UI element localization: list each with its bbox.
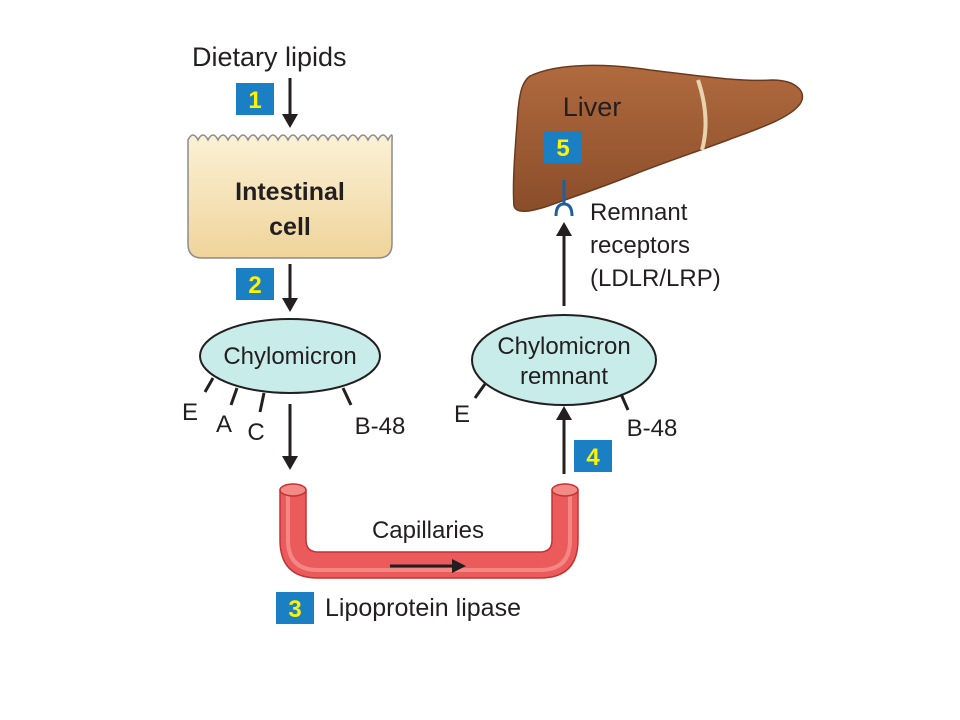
step-number: 2 [248, 272, 261, 299]
step-4-badge: 4 [574, 440, 612, 472]
remnant-label-2: remnant [520, 363, 608, 390]
remnant-receptor-icon [554, 180, 574, 217]
step-number: 3 [288, 596, 301, 623]
capillaries-label: Capillaries [372, 517, 484, 544]
step-number: 1 [248, 87, 261, 114]
lipoprotein-lipase-label: Lipoprotein lipase [325, 594, 521, 622]
arrow-capillaries-to-remnant [556, 406, 572, 474]
dietary-lipids-label: Dietary lipids [192, 42, 347, 72]
remnant-label: Chylomicron [497, 333, 630, 360]
step-number: 5 [556, 135, 569, 162]
flow-arrow [390, 559, 466, 573]
apo-a-label: A [216, 411, 232, 438]
arrow-chylomicron-to-capillaries [282, 404, 298, 470]
step-2-badge: 2 [236, 268, 274, 300]
apolipoprotein-stalks [473, 383, 630, 411]
arrow-lipids-to-cell [282, 78, 298, 128]
arrow-cell-to-chylomicron [282, 264, 298, 312]
liver: Liver [512, 64, 804, 212]
chylomicron-label: Chylomicron [223, 343, 356, 370]
chylomicron-particle: Chylomicron E A C B-48 [182, 318, 406, 446]
remnant-apo-e-label: E [454, 401, 470, 428]
step-1-badge: 1 [236, 83, 274, 115]
step-box [236, 83, 274, 115]
apo-b48-label: B-48 [355, 413, 406, 440]
liver-label: Liver [563, 92, 622, 122]
intestinal-cell: Intestinal cell [187, 134, 393, 259]
receptors-label-3: (LDLR/LRP) [590, 265, 721, 292]
capillary-tube: Capillaries [279, 483, 579, 579]
remnant-apo-b48-label: B-48 [627, 415, 678, 442]
apolipoprotein-stalks [203, 377, 353, 413]
step-5-badge: 5 [544, 131, 582, 163]
receptors-label-2: receptors [590, 232, 690, 259]
chylomicron-remnant-particle: Chylomicron remnant E B-48 [454, 314, 678, 442]
intestinal-cell-label: Intestinal [235, 178, 345, 206]
step-number: 4 [586, 444, 600, 471]
receptors-label: Remnant [590, 199, 688, 226]
arrow-remnant-to-liver [556, 222, 572, 306]
apo-e-label: E [182, 399, 198, 426]
intestinal-cell-label-2: cell [269, 213, 311, 241]
apo-c-label: C [247, 419, 264, 446]
step-3-badge: 3 [276, 592, 314, 624]
